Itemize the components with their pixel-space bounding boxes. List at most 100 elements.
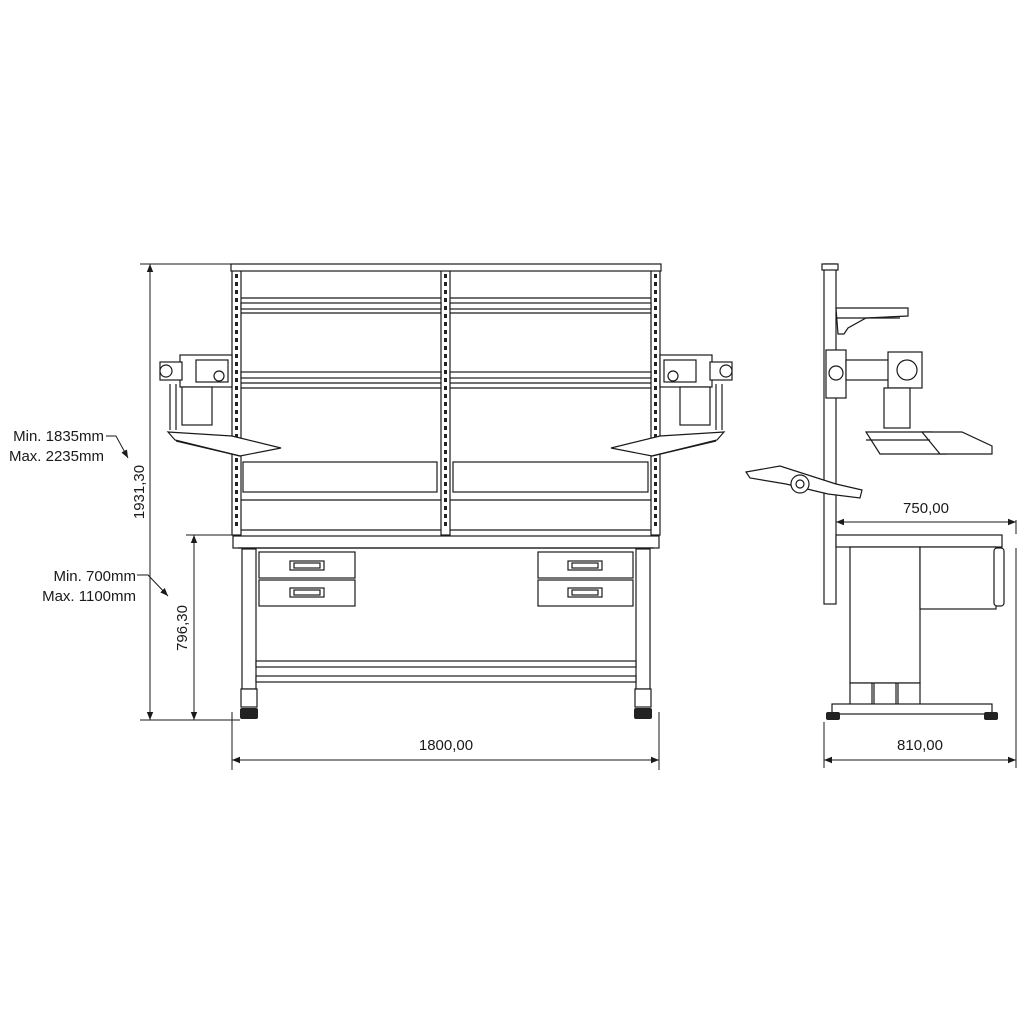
table-height-max: Max. 1100mm [42, 588, 136, 605]
table-height-label: 796,30 [174, 605, 191, 651]
side-view [744, 263, 1005, 720]
upright-slot [235, 498, 238, 502]
upright-slot [654, 394, 657, 398]
upright-slot [444, 506, 447, 510]
upright-slot [654, 330, 657, 334]
upright-slot [654, 386, 657, 390]
upright-slot [444, 410, 447, 414]
side-lever-arm [744, 465, 863, 499]
front-top-cap [230, 263, 662, 272]
side-table-top [835, 534, 1003, 548]
front-crossbar-lower [255, 675, 637, 683]
upright-slot [235, 506, 238, 510]
upright-slot [235, 298, 238, 302]
front-width-label: 1800,00 [419, 737, 473, 754]
dimension-side-base-depth: 810,00 [823, 548, 1017, 768]
upright-slot [444, 354, 447, 358]
upright-slot [444, 306, 447, 310]
upright-slot [654, 338, 657, 342]
front-table-top [232, 535, 660, 549]
upright-slot [654, 346, 657, 350]
dimension-front-width: 1800,00 [231, 712, 660, 770]
upright-slot [235, 338, 238, 342]
upright-slot [235, 426, 238, 430]
upright-slot [654, 426, 657, 430]
total-height-min: Min. 1835mm [13, 428, 104, 445]
upright-slot [654, 402, 657, 406]
side-monitor-arm [825, 349, 923, 429]
upright-slot [654, 354, 657, 358]
side-pedestal [849, 546, 1005, 684]
upright-slot [654, 298, 657, 302]
upright-slot [444, 362, 447, 366]
side-keyboard-trays [864, 431, 993, 455]
table-height-range-note: Min. 700mm Max. 1100mm [42, 568, 169, 605]
front-crossbar-upper [255, 660, 637, 668]
upright-slot [235, 490, 238, 494]
side-top-depth-label: 750,00 [903, 500, 949, 517]
upright-slot [444, 338, 447, 342]
upright-slot [444, 418, 447, 422]
upright-slot [235, 466, 238, 470]
upright-slot [444, 298, 447, 302]
upright-slot [235, 290, 238, 294]
total-height-range-note: Min. 1835mm Max. 2235mm [9, 428, 129, 465]
upright-slot [444, 450, 447, 454]
front-drawer-unit-left [258, 551, 356, 607]
upright-slot [235, 514, 238, 518]
upright-slot [654, 274, 657, 278]
upright-slot [654, 474, 657, 478]
upright-slot [444, 474, 447, 478]
upright-slot [654, 458, 657, 462]
upright-slot [444, 434, 447, 438]
upright-slot [654, 362, 657, 366]
total-height-label: 1931,30 [131, 465, 148, 519]
upright-slot [444, 482, 447, 486]
upright-slot [444, 322, 447, 326]
upright-slot [444, 514, 447, 518]
upright-slot [444, 442, 447, 446]
upright-slot [654, 418, 657, 422]
upright-slot [654, 498, 657, 502]
front-lower-bins [241, 461, 651, 531]
upright-slot [444, 370, 447, 374]
upright-slot [654, 370, 657, 374]
upright-slot [235, 458, 238, 462]
upright-slot [444, 466, 447, 470]
front-drawer-unit-right [537, 551, 634, 607]
front-monitor-arm-left [159, 354, 233, 430]
upright-slot [444, 522, 447, 526]
upright-slot [654, 522, 657, 526]
front-upright-left [231, 269, 242, 536]
front-upright-center [440, 269, 451, 536]
upright-slot [654, 434, 657, 438]
upright-slot [235, 322, 238, 326]
upright-slot [235, 394, 238, 398]
upright-slot [654, 314, 657, 318]
upright-slot [444, 458, 447, 462]
upright-slot [235, 282, 238, 286]
upright-slot [654, 466, 657, 470]
front-leg-right [634, 548, 652, 719]
upright-slot [235, 330, 238, 334]
front-middle-shelf [240, 371, 652, 389]
dimension-side-top-depth: 750,00 [835, 500, 1017, 534]
upright-slot [654, 482, 657, 486]
upright-slot [444, 282, 447, 286]
side-base-depth-label: 810,00 [897, 737, 943, 754]
dimension-total-height: 1931,30 [131, 263, 240, 721]
front-upper-shelf [240, 297, 652, 314]
upright-slot [235, 346, 238, 350]
upright-slot [235, 314, 238, 318]
upright-slot [235, 362, 238, 366]
upright-slot [235, 306, 238, 310]
total-height-max: Max. 2235mm [9, 448, 104, 465]
upright-slot [654, 490, 657, 494]
upright-slot [654, 506, 657, 510]
front-keyboard-tray-right [610, 431, 726, 457]
front-monitor-arm-right [659, 354, 733, 430]
upright-slot [444, 346, 447, 350]
upright-slot [235, 386, 238, 390]
side-foot [826, 703, 998, 720]
front-leg-left [240, 548, 258, 719]
